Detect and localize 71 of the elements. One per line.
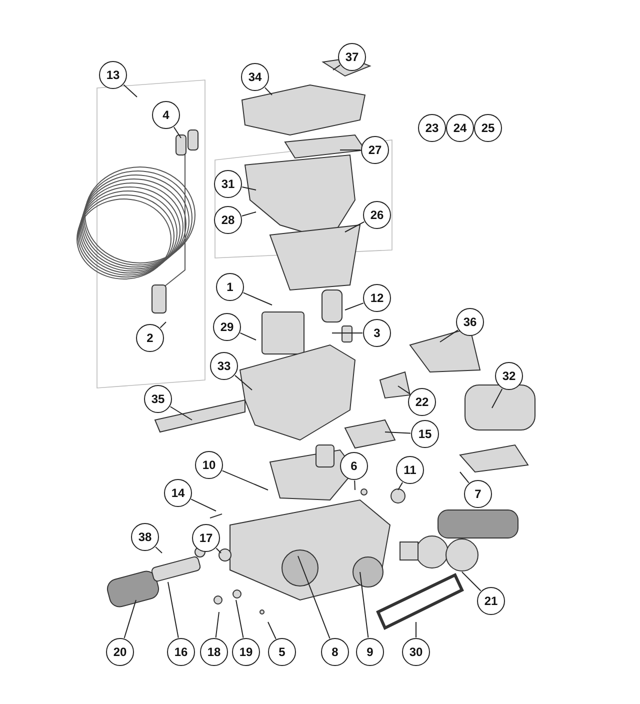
callout-number: 5 <box>268 638 296 666</box>
leader-line <box>190 498 216 512</box>
leader-line <box>384 432 412 434</box>
callout-number: 20 <box>106 638 134 666</box>
leader-line <box>360 572 369 638</box>
leader-line <box>332 332 363 334</box>
callout-number: 27 <box>361 136 389 164</box>
leader-line <box>168 582 179 638</box>
leader-line <box>242 292 272 306</box>
callout-number: 2 <box>136 324 164 352</box>
leader-line <box>398 386 410 394</box>
callout-number: 3 <box>363 319 391 347</box>
leader-line <box>398 482 404 490</box>
callout-number: 16 <box>167 638 195 666</box>
callout-number: 18 <box>200 638 228 666</box>
leader-line <box>492 388 503 408</box>
callout-number: 9 <box>356 638 384 666</box>
leader-line <box>124 600 136 639</box>
callout-number: 19 <box>232 638 260 666</box>
callout-number: 31 <box>214 170 242 198</box>
leader-line <box>344 302 364 310</box>
leader-line <box>216 548 222 554</box>
callout-number: 15 <box>411 420 439 448</box>
callout-number: 21 <box>477 587 505 615</box>
callout-number: 37 <box>338 43 366 71</box>
callout-number: 32 <box>495 362 523 390</box>
leader-line <box>234 374 252 390</box>
leader-line <box>332 64 341 70</box>
leader-line <box>440 330 458 342</box>
leader-line <box>354 480 356 490</box>
callout-number: 24 <box>446 114 474 142</box>
callout-number: 36 <box>456 308 484 336</box>
leader-line <box>460 472 470 484</box>
leader-line <box>170 406 192 420</box>
callout-number: 29 <box>213 313 241 341</box>
leader-line <box>222 470 268 490</box>
callout-number: 12 <box>363 284 391 312</box>
leader-line <box>298 556 330 639</box>
callout-number: 4 <box>152 101 180 129</box>
callout-number: 23 <box>418 114 446 142</box>
leader-line <box>240 332 256 340</box>
callout-number: 11 <box>396 456 424 484</box>
callout-number: 1 <box>216 273 244 301</box>
leader-line <box>160 322 166 328</box>
callout-number: 7 <box>464 480 492 508</box>
leader-line <box>242 186 256 190</box>
callout-number: 34 <box>241 63 269 91</box>
callout-number: 6 <box>340 452 368 480</box>
callout-number: 30 <box>402 638 430 666</box>
callout-number: 14 <box>164 479 192 507</box>
leader-line <box>241 212 256 217</box>
callout-number: 33 <box>210 352 238 380</box>
callout-number: 26 <box>363 201 391 229</box>
leader-line <box>123 84 138 98</box>
leader-line <box>173 126 182 138</box>
callout-number: 35 <box>144 385 172 413</box>
callout-number: 13 <box>99 61 127 89</box>
callout-number: 8 <box>321 638 349 666</box>
callout-number: 28 <box>214 206 242 234</box>
callout-number: 17 <box>192 524 220 552</box>
leader-line <box>264 87 272 96</box>
callout-number: 22 <box>408 388 436 416</box>
leader-line <box>215 612 220 638</box>
leader-line <box>268 622 276 640</box>
leader-line <box>462 572 482 592</box>
leader-line <box>155 546 162 554</box>
leader-line <box>344 221 365 232</box>
callout-number: 10 <box>195 451 223 479</box>
callout-number: 38 <box>131 523 159 551</box>
leader-line <box>236 600 244 638</box>
callout-number: 25 <box>474 114 502 142</box>
